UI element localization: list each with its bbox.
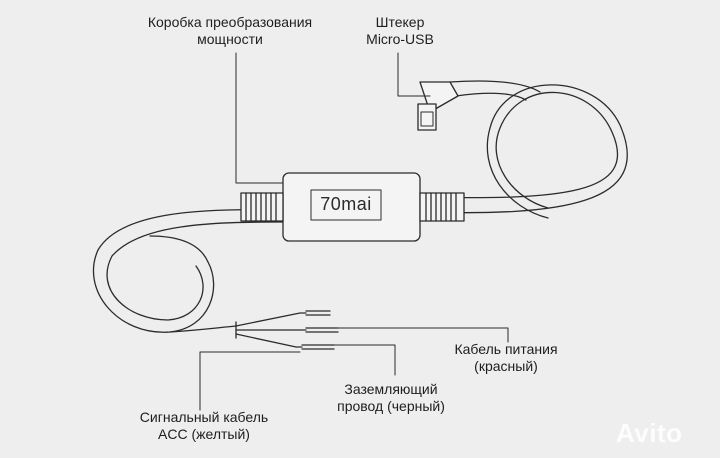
label-signal-cable-line1: Сигнальный кабель: [139, 409, 269, 425]
label-ground-wire-line2: провод (черный): [337, 398, 445, 414]
label-power-cable-line1: Кабель питания: [454, 341, 558, 357]
label-power-cable-line2: (красный): [474, 358, 538, 374]
label-power-box-line1: Коробка преобразования: [147, 14, 313, 30]
label-signal-cable: Сигнальный кабель ACC (желтый): [140, 409, 268, 443]
label-micro-usb: Штекер Micro-USB: [366, 14, 434, 48]
micro-usb-plug: [417, 81, 459, 131]
wire-bundle: [169, 312, 307, 348]
right-strain-relief: [419, 192, 465, 222]
label-micro-usb-line2: Micro-USB: [366, 31, 434, 47]
leader-lines: [199, 52, 509, 411]
left-cable-loop: [92, 208, 284, 333]
label-micro-usb-line1: Штекер: [375, 14, 425, 30]
label-signal-cable-line2: ACC (желтый): [158, 426, 250, 442]
label-power-box: Коробка преобразования мощности: [148, 14, 312, 48]
label-ground-wire: Заземляющий провод (черный): [337, 381, 445, 415]
right-cable-loop: [419, 80, 628, 219]
brand-logo: 70mai: [320, 194, 372, 214]
label-power-box-line2: мощности: [197, 31, 263, 47]
label-power-cable: Кабель питания (красный): [454, 341, 557, 375]
left-strain-relief: [240, 192, 284, 222]
avito-watermark: Avito: [616, 418, 683, 448]
label-ground-wire-line1: Заземляющий: [344, 381, 438, 397]
wire-ends: [301, 310, 339, 350]
